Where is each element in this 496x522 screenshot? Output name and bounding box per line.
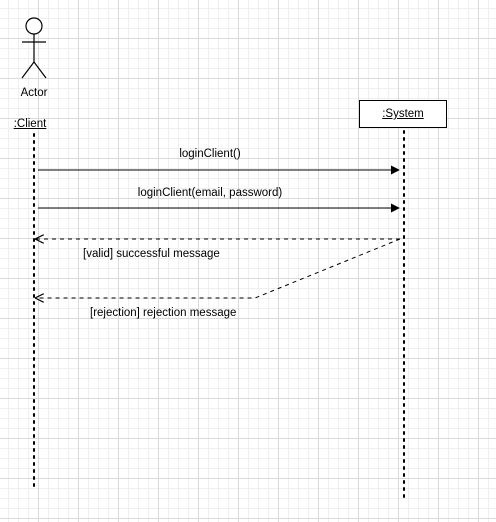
return-label-rejection: [rejection] rejection message — [90, 307, 237, 319]
message-label-login-client: loginClient() — [179, 148, 241, 160]
message-label-login-client-credentials: loginClient(email, password) — [137, 187, 283, 199]
client-lifeline-label: :Client — [13, 118, 47, 130]
return-label-successful: [valid] successful message — [83, 248, 220, 260]
system-participant-label: :System — [382, 108, 424, 120]
system-participant-box: :System — [359, 100, 447, 128]
actor-stick-figure-icon — [21, 17, 47, 79]
actor-label: Actor — [20, 87, 48, 99]
